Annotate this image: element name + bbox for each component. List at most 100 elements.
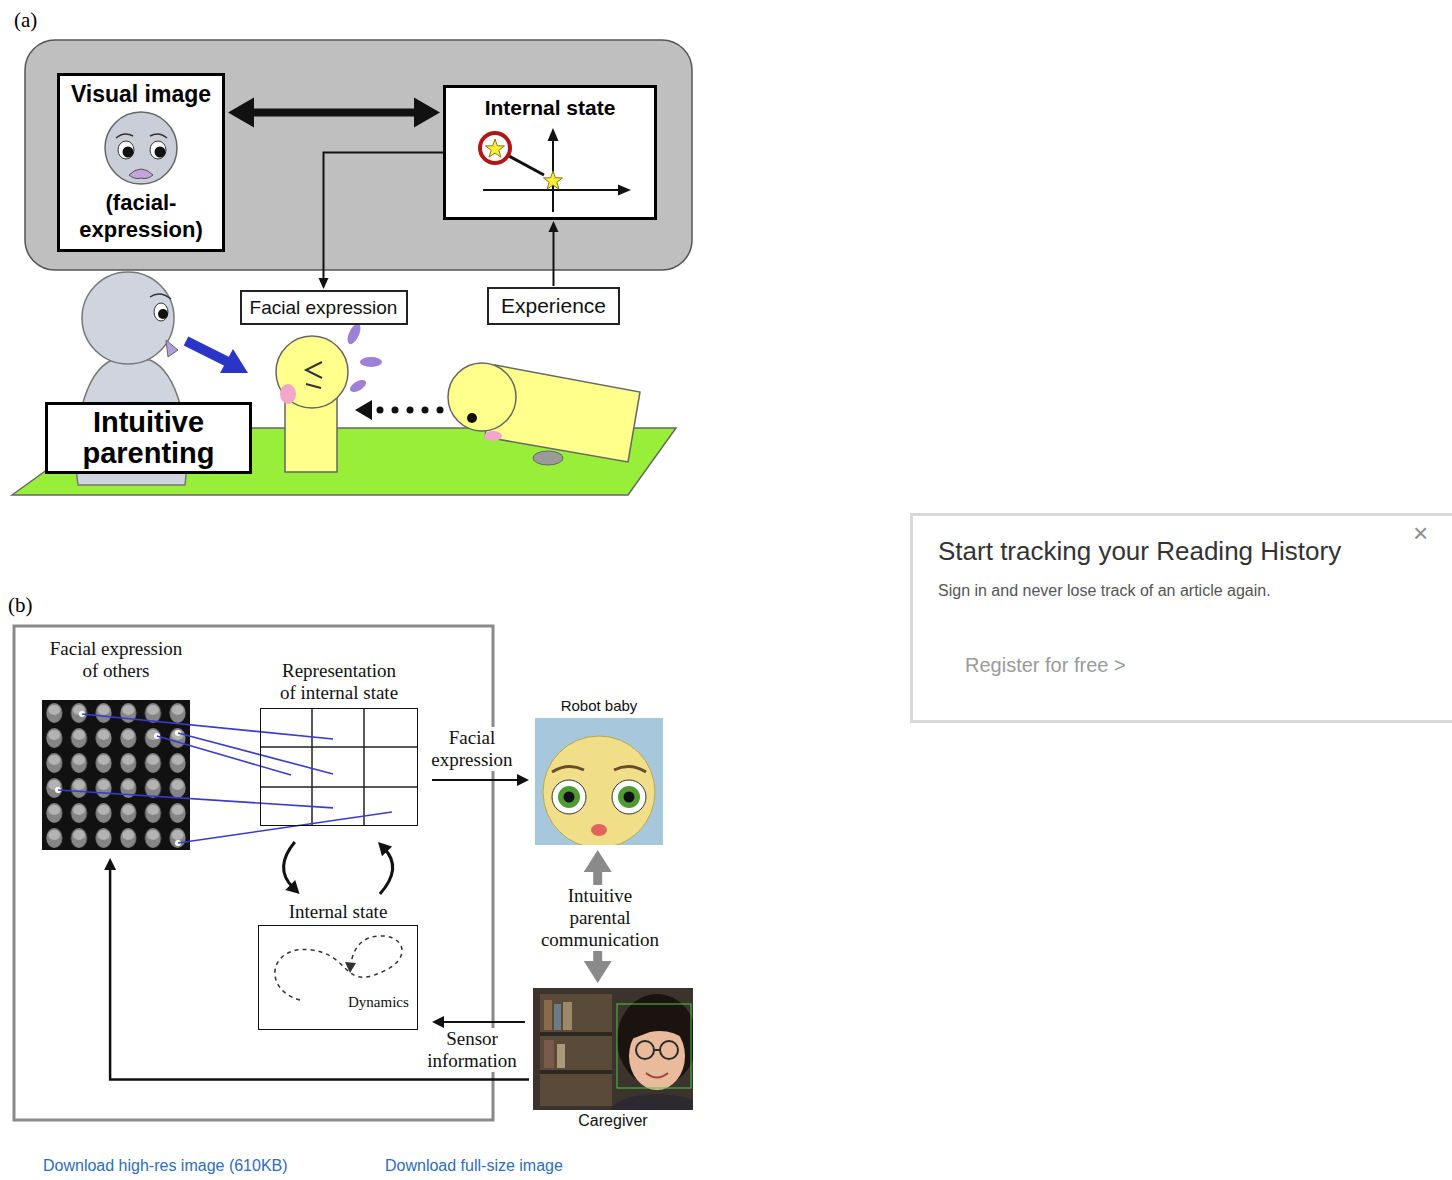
parent-figure (166, 340, 178, 357)
dotted-arrow (355, 400, 372, 420)
grid-node: Representation of internal state (260, 658, 418, 826)
standing-robot (345, 322, 363, 346)
map-line (82, 714, 333, 739)
caregiver-photo (554, 1004, 561, 1030)
arrowhead (104, 858, 116, 870)
crawling-robot (533, 451, 563, 465)
connector-line (58, 790, 333, 808)
connector-line (246, 108, 422, 116)
box-fill (487, 287, 620, 325)
standing-robot (276, 322, 382, 472)
box-label: Facial expression (250, 297, 398, 319)
arrowhead (285, 880, 299, 894)
dynamics-curve (275, 936, 402, 1000)
robot-frame (535, 718, 663, 845)
map-line (178, 812, 392, 843)
crawling-robot (448, 363, 640, 465)
arrowhead (517, 774, 529, 786)
image-box: Visual image(facial- expression) (57, 73, 225, 252)
curve-label: Dynamics (348, 994, 409, 1011)
crawling-robot (484, 431, 502, 441)
state-axes (543, 171, 562, 189)
node-heading: Facial expression of others (45, 638, 187, 682)
arrowhead (228, 97, 254, 127)
map-grid (363, 708, 365, 826)
arrowhead (549, 221, 559, 232)
image-frame (42, 700, 190, 850)
box-fill (443, 85, 657, 220)
popup-text: Sign in and never lose track of an artic… (938, 582, 1271, 600)
arrowhead (414, 97, 440, 127)
image-node: Facial expression of others (42, 636, 190, 850)
feedback-arrow (104, 858, 529, 1080)
standing-robot (348, 378, 368, 395)
standing-robot (276, 336, 348, 408)
arrowhead (378, 842, 392, 856)
robot-baby (552, 780, 586, 814)
standing-robot (306, 384, 321, 388)
panel-background (25, 40, 692, 270)
sad-face (129, 169, 153, 179)
caregiver-photo (540, 1070, 612, 1074)
map-grid (311, 708, 313, 826)
caregiver-photo (563, 1002, 572, 1030)
caregiver-photo (654, 1049, 660, 1051)
caregiver-photo (540, 994, 612, 1106)
box-fill (45, 402, 252, 474)
caregiver-photo (540, 1032, 612, 1036)
care-arrow (186, 341, 230, 363)
caregiver-photo (544, 1040, 554, 1068)
parent-figure (82, 272, 174, 364)
output-box: Facial expression (240, 290, 408, 325)
sad-face (150, 141, 166, 159)
state-box: Internal state (443, 85, 657, 220)
arrowhead (584, 961, 612, 983)
box-label: Experience (501, 294, 606, 318)
map-line (178, 733, 333, 774)
map-line (58, 790, 333, 808)
node-heading: Caregiver (533, 1112, 693, 1130)
caregiver-photo (636, 1041, 654, 1059)
robot-baby (552, 766, 584, 772)
connector-line (553, 229, 555, 286)
map-grid (260, 786, 418, 788)
caregiver-photo (646, 1073, 668, 1078)
map-grid (260, 708, 418, 826)
elbow-arrow (319, 153, 444, 290)
sad-face (118, 141, 134, 159)
sensor-arrow (432, 1016, 525, 1028)
state-axes (480, 133, 510, 163)
panel-background (25, 40, 692, 270)
dotted-arrow (377, 407, 384, 414)
caregiver-photo (629, 1017, 686, 1040)
node-heading: Robot baby (535, 697, 663, 714)
parent-figure (158, 309, 168, 319)
popup-panel: Start tracking your Reading History×Sign… (910, 513, 1452, 723)
robot-baby (614, 766, 646, 772)
dynamics-curve (345, 962, 356, 973)
node-heading: Representation of internal state (275, 660, 403, 704)
up-arrow (549, 221, 559, 286)
box-title: Visual image (71, 81, 211, 107)
state-axes (548, 128, 559, 141)
popup-link: Register for free > (965, 654, 1126, 677)
state-frame (258, 925, 418, 1030)
state-axes (483, 189, 620, 191)
input-box: Experience (487, 287, 620, 325)
crawling-robot (467, 413, 477, 423)
dotted-arrow (355, 400, 444, 420)
care-arrow (186, 341, 248, 373)
download-link: Download full-size image (385, 1157, 563, 1175)
connector-line (157, 736, 291, 775)
crawling-robot (448, 363, 516, 431)
sad-face (155, 147, 166, 158)
robot-baby (612, 780, 646, 814)
output-arrow (432, 774, 529, 786)
edge-label: Sensor information (420, 1028, 524, 1072)
edge-label: Intuitive parental communication (538, 885, 662, 951)
sad-face (123, 147, 134, 158)
parent-figure (150, 294, 171, 299)
connector-line (440, 1021, 525, 1023)
caregiver-photo (617, 1004, 691, 1088)
